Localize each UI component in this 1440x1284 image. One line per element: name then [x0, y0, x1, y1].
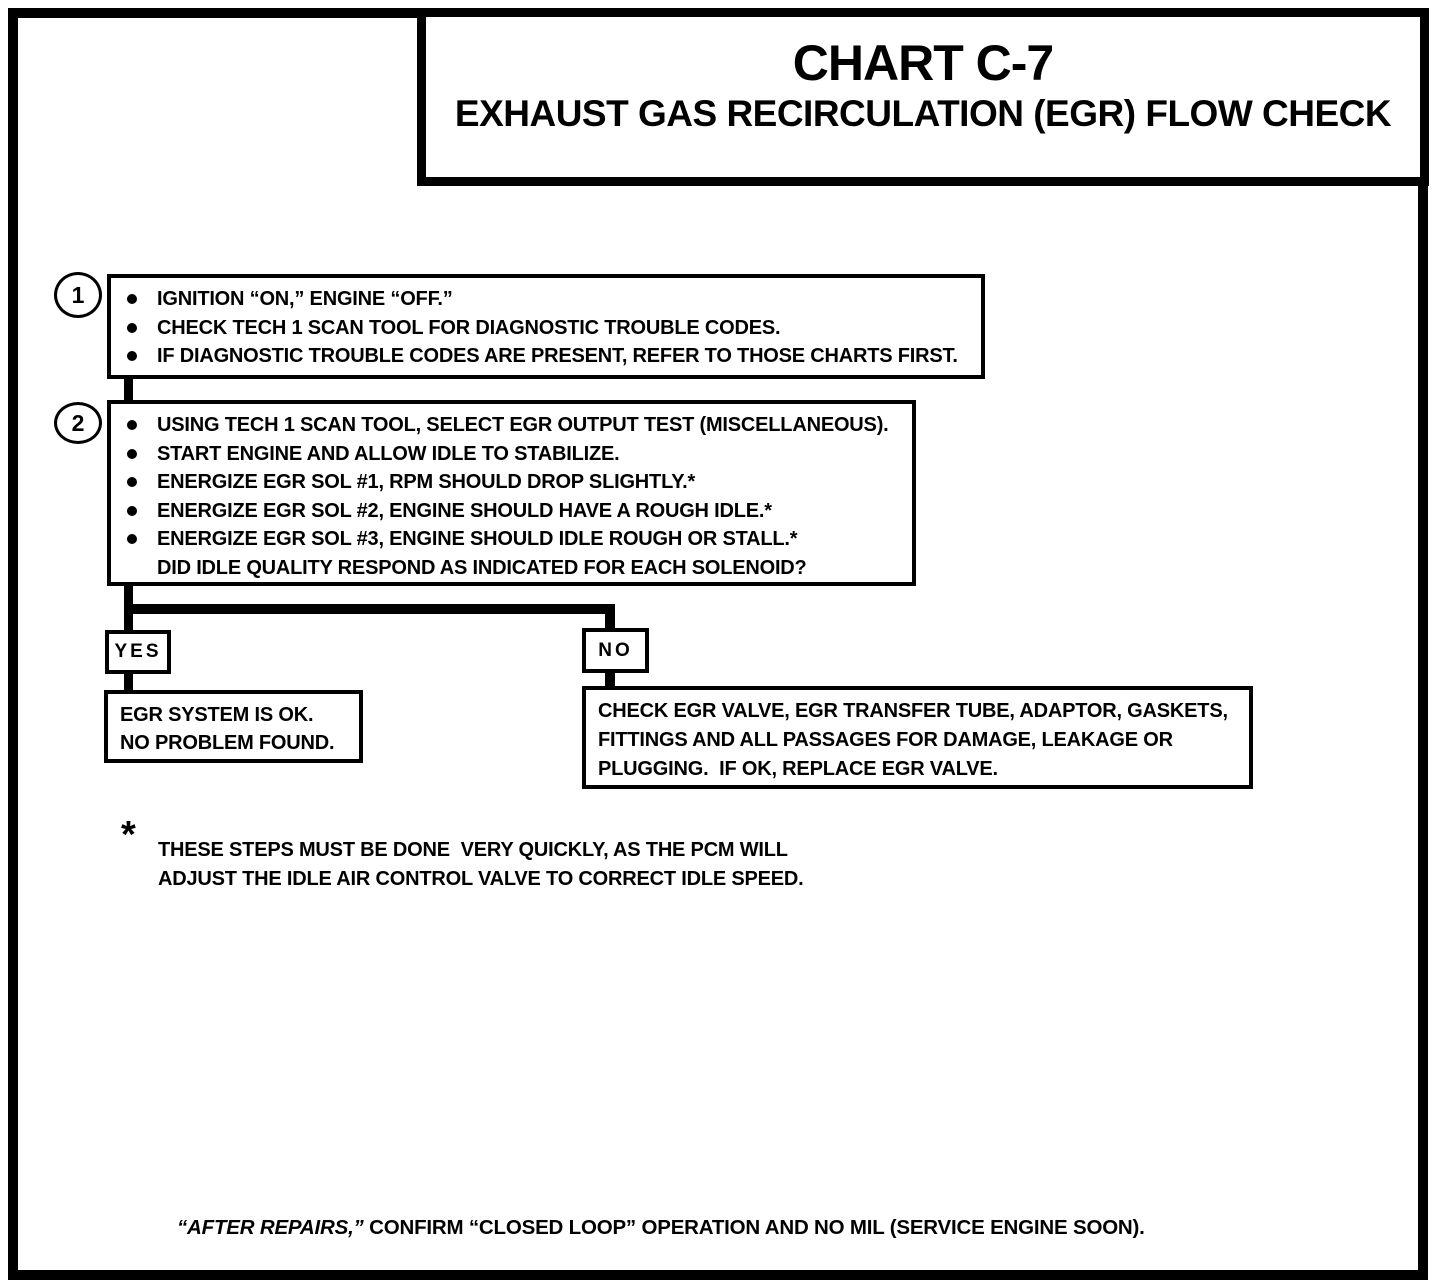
- step-2-box: USING TECH 1 SCAN TOOL, SELECT EGR OUTPU…: [107, 400, 916, 586]
- no-label: NO: [598, 639, 633, 661]
- step-1-badge: 1: [54, 272, 102, 318]
- connector-bar-no: [605, 604, 615, 630]
- no-outcome-box: CHECK EGR VALVE, EGR TRANSFER TUBE, ADAP…: [582, 686, 1253, 789]
- bullet-text: IGNITION “ON,” ENGINE “OFF.”: [157, 288, 453, 310]
- bullet-icon: [127, 294, 137, 304]
- question-text: DID IDLE QUALITY RESPOND AS INDICATED FO…: [157, 556, 807, 579]
- bullet-icon: [127, 351, 137, 361]
- connector-no-outcome: [605, 671, 615, 688]
- footer-rest-text: CONFIRM “CLOSED LOOP” OPERATION AND NO M…: [363, 1216, 1145, 1239]
- bullet-icon: [127, 448, 137, 459]
- outcome-line: PLUGGING. IF OK, REPLACE EGR VALVE.: [598, 758, 998, 780]
- connector-yes-outcome: [124, 672, 133, 692]
- bullet-icon: [127, 420, 137, 430]
- step-1-bullet-row: IGNITION “ON,” ENGINE “OFF.”: [127, 285, 971, 314]
- footnote-line: THESE STEPS MUST BE DONE VERY QUICKLY, A…: [158, 839, 788, 861]
- bullet-icon: [127, 534, 137, 544]
- chart-title: CHART C-7: [792, 35, 1054, 91]
- yes-box: YES: [105, 630, 171, 674]
- yes-label: YES: [114, 641, 162, 662]
- step-2-bullet-row: ENERGIZE EGR SOL #1, RPM SHOULD DROP SLI…: [127, 468, 902, 497]
- step-2-bullet-row: ENERGIZE EGR SOL #2, ENGINE SHOULD HAVE …: [127, 497, 902, 526]
- outcome-line: EGR SYSTEM IS OK.: [120, 704, 314, 726]
- step-1-box: IGNITION “ON,” ENGINE “OFF.” CHECK TECH …: [107, 274, 985, 379]
- bullet-icon: [127, 505, 137, 516]
- connector-branch-bar: [124, 604, 615, 614]
- bullet-text: IF DIAGNOSTIC TROUBLE CODES ARE PRESENT,…: [157, 345, 958, 367]
- outcome-line: FITTINGS AND ALL PASSAGES FOR DAMAGE, LE…: [598, 729, 1173, 751]
- bullet-text: ENERGIZE EGR SOL #1, RPM SHOULD DROP SLI…: [157, 471, 696, 493]
- footnote-line: ADJUST THE IDLE AIR CONTROL VALVE TO COR…: [158, 868, 804, 890]
- footer-note: “AFTER REPAIRS,” CONFIRM “CLOSED LOOP” O…: [155, 1192, 1145, 1264]
- footnote-text: THESE STEPS MUST BE DONE VERY QUICKLY, A…: [158, 836, 804, 894]
- bullet-icon: [127, 477, 137, 487]
- bullet-text: USING TECH 1 SCAN TOOL, SELECT EGR OUTPU…: [157, 414, 889, 436]
- yes-outcome-box: EGR SYSTEM IS OK. NO PROBLEM FOUND.: [104, 690, 363, 763]
- bullet-text: ENERGIZE EGR SOL #2, ENGINE SHOULD HAVE …: [157, 499, 772, 522]
- bullet-icon: [127, 322, 137, 333]
- step-2-bullet-row: START ENGINE AND ALLOW IDLE TO STABILIZE…: [127, 440, 902, 469]
- outcome-line: CHECK EGR VALVE, EGR TRANSFER TUBE, ADAP…: [598, 700, 1228, 722]
- step-2-bullet-row: ENERGIZE EGR SOL #3, ENGINE SHOULD IDLE …: [127, 525, 902, 554]
- step-1-bullet-row: CHECK TECH 1 SCAN TOOL FOR DIAGNOSTIC TR…: [127, 314, 971, 343]
- no-box: NO: [582, 628, 649, 673]
- outcome-line: NO PROBLEM FOUND.: [120, 732, 335, 754]
- step-1-bullet-row: IF DIAGNOSTIC TROUBLE CODES ARE PRESENT,…: [127, 342, 971, 371]
- bullet-text: ENERGIZE EGR SOL #3, ENGINE SHOULD IDLE …: [157, 528, 798, 550]
- page-border: [8, 8, 1428, 1280]
- bullet-text: START ENGINE AND ALLOW IDLE TO STABILIZE…: [157, 442, 620, 465]
- title-box: CHART C-7 EXHAUST GAS RECIRCULATION (EGR…: [417, 8, 1429, 186]
- bullet-text: CHECK TECH 1 SCAN TOOL FOR DIAGNOSTIC TR…: [157, 316, 781, 339]
- asterisk-marker: *: [121, 814, 136, 856]
- connector-step1-step2: [124, 377, 133, 402]
- footer-italic-text: “AFTER REPAIRS,”: [176, 1216, 364, 1239]
- chart-subtitle: EXHAUST GAS RECIRCULATION (EGR) FLOW CHE…: [454, 93, 1392, 134]
- step-2-bullet-row: USING TECH 1 SCAN TOOL, SELECT EGR OUTPU…: [127, 411, 902, 440]
- step-2-badge: 2: [54, 402, 102, 444]
- step-2-question: DID IDLE QUALITY RESPOND AS INDICATED FO…: [127, 554, 902, 583]
